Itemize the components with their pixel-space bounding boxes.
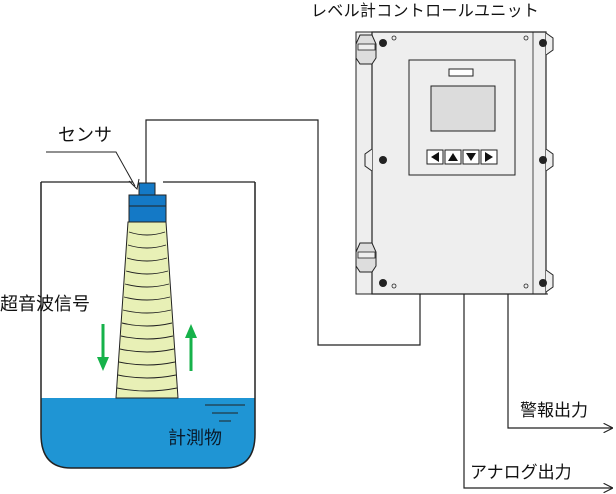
measured-object-label: 計測物 bbox=[168, 428, 222, 449]
sensor-leader-line bbox=[46, 151, 136, 187]
sensor-cable bbox=[145, 119, 421, 346]
hinge-top bbox=[355, 34, 377, 65]
down-triangle-icon bbox=[466, 153, 476, 161]
sensor-label: センサ bbox=[58, 125, 112, 146]
display-screen bbox=[430, 85, 496, 132]
sensor-neck bbox=[138, 182, 156, 197]
tank bbox=[40, 181, 256, 469]
up-arrow-icon bbox=[185, 324, 197, 371]
up-triangle-icon bbox=[448, 153, 458, 161]
analog-output-label: アナログ出力 bbox=[470, 463, 572, 483]
controller-label: レベル計コントロールユニット bbox=[311, 1, 540, 20]
ultrasonic-beam bbox=[115, 221, 179, 399]
ultrasonic-signal-label: 超音波信号 bbox=[0, 294, 90, 315]
analog-output-line[interactable] bbox=[463, 294, 612, 488]
right-triangle-icon bbox=[485, 152, 493, 162]
liquid bbox=[41, 398, 255, 468]
alarm-output-line[interactable] bbox=[507, 294, 612, 428]
alarm-output-label: 警報出力 bbox=[520, 401, 588, 421]
hinge-bottom bbox=[355, 242, 377, 273]
screw-icons bbox=[379, 39, 547, 287]
wavefronts bbox=[116, 231, 178, 392]
sensor-body bbox=[128, 194, 167, 223]
down-arrow-icon bbox=[97, 324, 109, 371]
nameplate bbox=[448, 68, 474, 77]
control-unit bbox=[355, 31, 554, 295]
keypad[interactable] bbox=[426, 149, 498, 165]
tank-outline bbox=[40, 182, 256, 469]
liquid-surface-icon bbox=[205, 404, 245, 422]
left-triangle-icon bbox=[431, 152, 439, 162]
sensor bbox=[128, 182, 167, 223]
